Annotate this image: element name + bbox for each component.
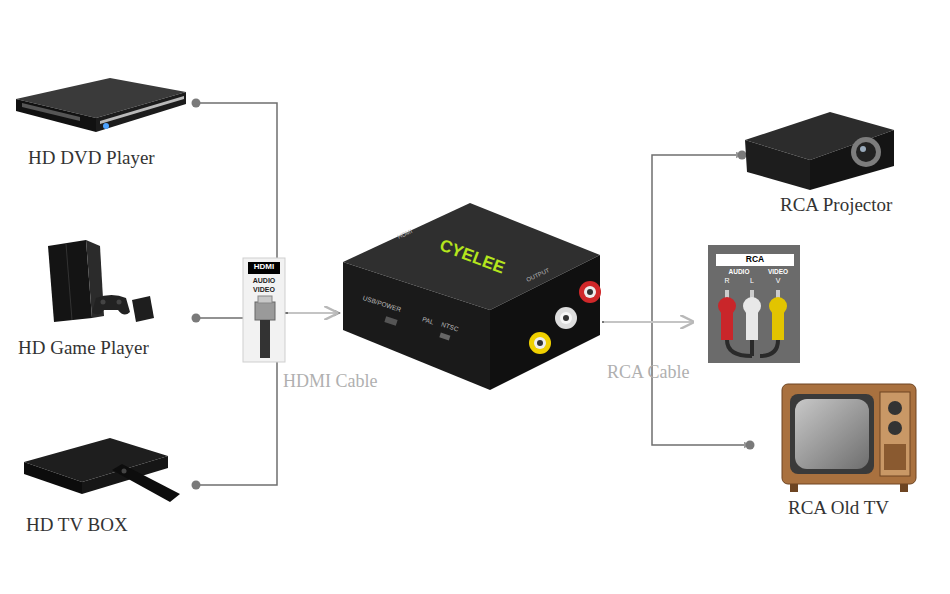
printed-marking: CYELEE [427,232,518,282]
pin-label: V [772,277,784,285]
icon-label: VIDEO [244,286,284,294]
icon-label: RCA [716,255,794,264]
projector-illustration [745,112,894,190]
icon-label: HDMI [248,263,280,272]
converter-box: CYELEE HDMI USB/POWER PALNTSC OUTPUT [340,200,602,395]
cable-connector [192,103,340,313]
printed-marking: HDMI [390,225,420,244]
hdmi-cable-icon [243,258,285,362]
converter-illustration [343,203,601,390]
printed-marking: NTSC [437,319,462,333]
device-node: HD DVD Player [10,85,192,180]
pin-label: L [746,277,758,285]
device-node: RCA Old TV [750,375,930,525]
icon-label: AUDIO [244,277,284,285]
device-name: RCA Old TV [788,498,889,519]
device-name: HD Game Player [18,338,149,359]
cable-connector [192,313,340,485]
game-console-illustration [48,240,154,322]
old-tv-illustration [782,384,916,492]
hdmi-arrow [288,312,336,314]
device-name: RCA Projector [780,195,892,216]
rca-arrow [604,321,692,323]
connector-layer [192,103,750,485]
device-node: HD TV BOX [10,430,192,545]
printed-marking: USB/POWER [360,293,404,313]
tv-box-illustration [24,438,180,502]
rca-cable-icon [708,245,800,363]
cable-label: RCA Cable [607,363,690,383]
printed-marking: PAL [417,314,438,327]
icon-label: AUDIO [717,268,761,275]
printed-marking: OUTPUT [520,265,555,286]
device-name: HD DVD Player [28,148,155,169]
dvd-player-illustration [16,78,186,132]
cable-label: HDMI Cable [283,372,377,392]
device-name: HD TV BOX [26,515,128,536]
device-node: RCA Projector [742,110,922,222]
device-node: HD Game Player [10,235,192,365]
icon-label: VIDEO [762,268,794,275]
junction-dots [192,99,755,490]
pin-label: R [721,277,733,285]
